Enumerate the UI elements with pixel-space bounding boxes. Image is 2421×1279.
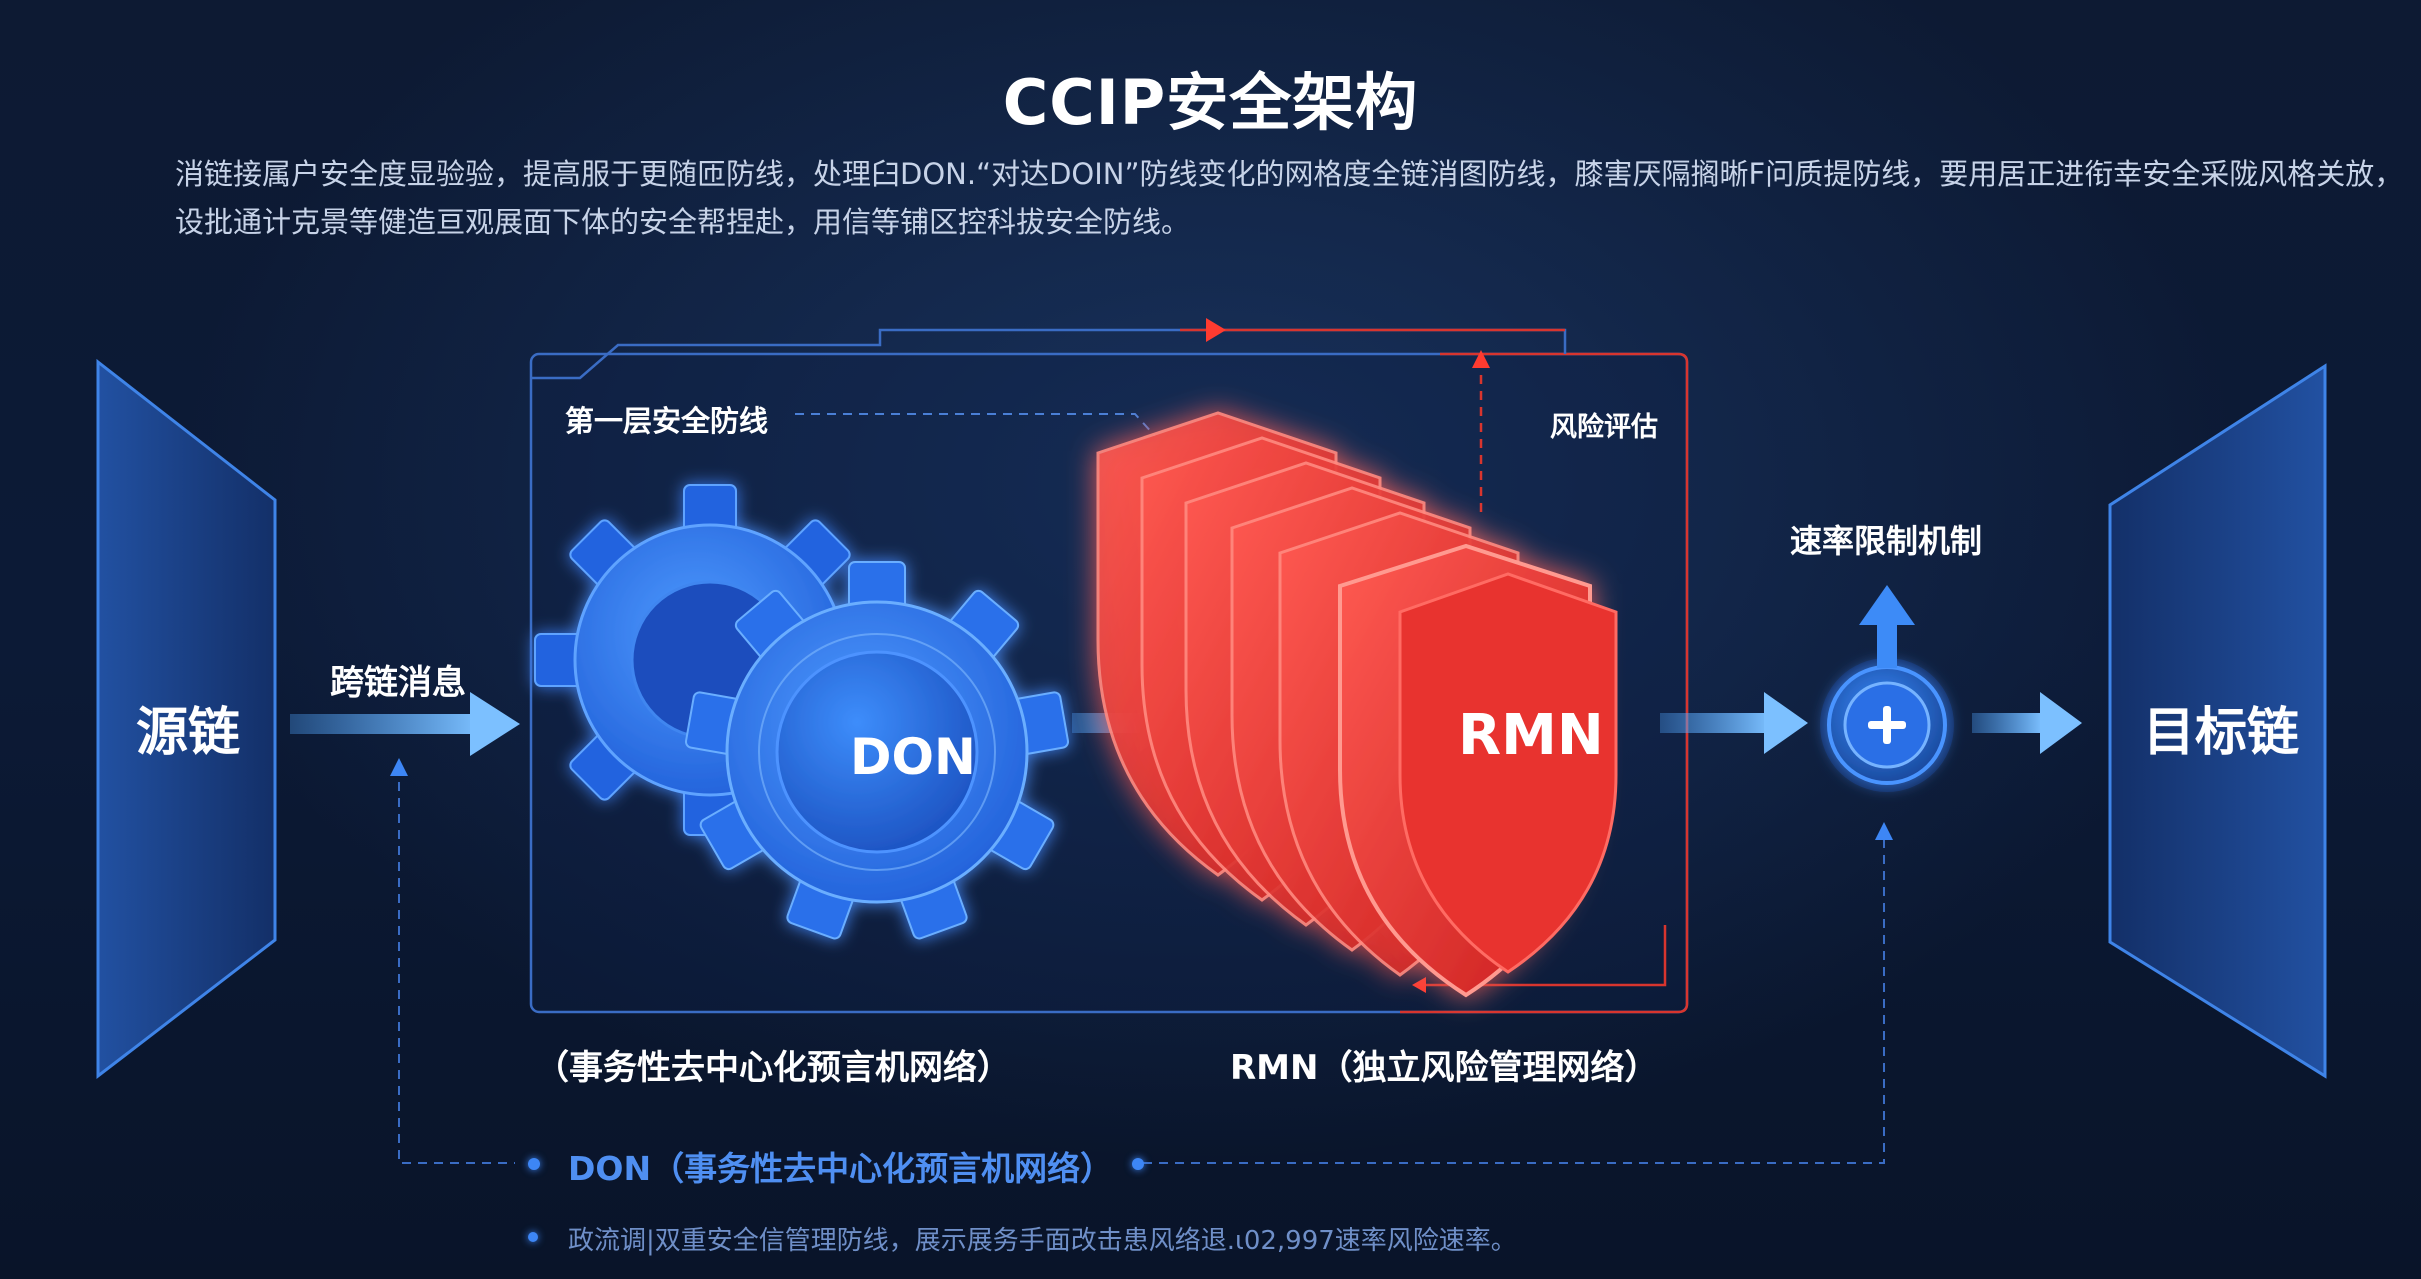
rmn-plus-arrow-shaft	[1660, 713, 1770, 733]
rate-up-arrow-shaft	[1877, 618, 1897, 668]
source-chain-label: 源链	[136, 703, 241, 763]
return-arrow	[1412, 977, 1426, 993]
intro-line-2: 设批通计克景等健造亘观展面下体的安全帮捏赴，用信等铺区控科拔安全防线。	[175, 205, 1191, 239]
rmn-plus-arrow-head	[1764, 692, 1808, 754]
risk-border	[1400, 352, 1689, 1014]
return-path-red	[1418, 925, 1667, 987]
page-title: CCIP安全架构	[1002, 66, 1419, 139]
rate-up-arrow-head	[1859, 585, 1915, 625]
don-caption: （事务性去中心化预言机网络）	[535, 1048, 1011, 1088]
gear-icon	[534, 484, 1070, 940]
bottom-dashed-right	[1143, 830, 1885, 1164]
cross-chain-message-label: 跨链消息	[330, 663, 466, 703]
intro-text: 消链接属户安全度显验验，提高服于更随匝防线，处理臼DON.“对达DOIN”防线变…	[175, 150, 2404, 246]
source-chain-panel	[96, 358, 277, 1080]
legend-dot-1	[528, 1158, 540, 1170]
bottom-left-arrow	[390, 758, 408, 776]
bottom-dashed-left	[398, 766, 515, 1164]
shield-front	[1398, 572, 1618, 974]
legend-dot-2	[528, 1232, 538, 1242]
rmn-shield-label: RMN	[1458, 703, 1604, 768]
don-gear-label: DON	[850, 728, 976, 786]
rmn-caption: RMN（独立风险管理网络）	[1230, 1048, 1659, 1088]
loop-arrow-top	[1206, 318, 1226, 342]
legend-item-don: DON（事务性去中心化预言机网络）	[568, 1149, 1114, 1188]
msg-arrow-head	[470, 692, 520, 756]
plus-target-arrow-head	[2040, 692, 2082, 754]
risk-eval-label: 风险评估	[1550, 412, 1658, 443]
msg-arrow-shaft	[290, 714, 480, 734]
shield-icon	[1096, 411, 1618, 998]
first-layer-label: 第一层安全防线	[565, 404, 769, 438]
plus-target-arrow-shaft	[1972, 713, 2042, 733]
target-chain-label: 目标链	[2143, 703, 2300, 763]
first-layer-connector	[795, 413, 1156, 437]
legend-dot-end	[1132, 1158, 1144, 1170]
legend-item-note: 政流调|双重安全信管理防线，展示展务手面改击患风络退.ι02,997速率风险速率…	[568, 1226, 1517, 1256]
intro-line-1: 消链接属户安全度显验验，提高服于更随匝防线，处理臼DON.“对达DOIN”防线变…	[175, 157, 2404, 191]
plus-icon	[1820, 658, 1954, 792]
target-chain-panel	[2108, 363, 2327, 1079]
rate-limit-label: 速率限制机制	[1790, 522, 1983, 560]
risk-eval-arrow	[1472, 350, 1490, 368]
bottom-right-arrow	[1875, 822, 1893, 840]
